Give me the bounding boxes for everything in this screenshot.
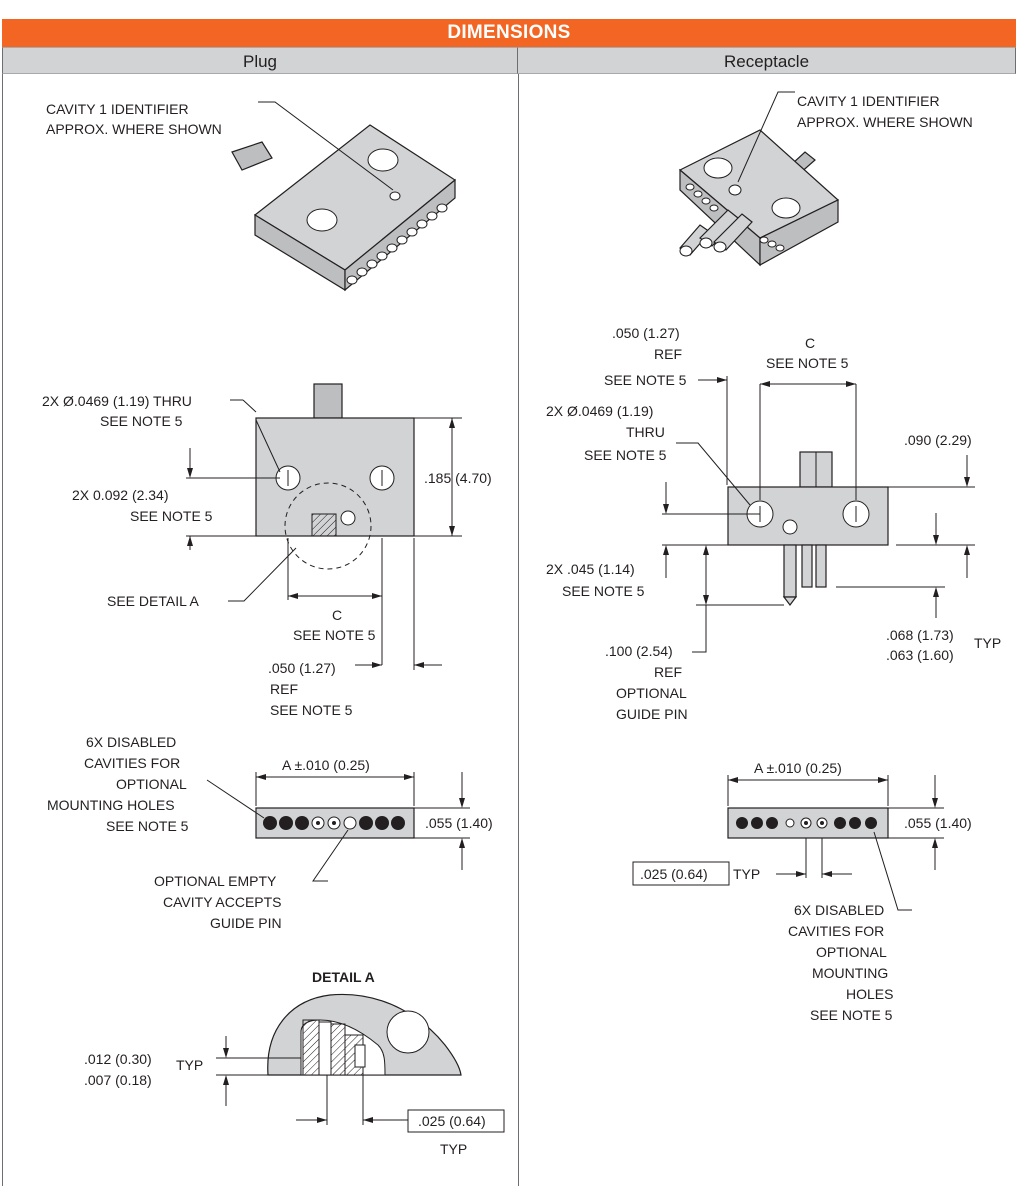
detail-contact-typ: TYP (176, 1057, 203, 1073)
rec-thru-2: THRU (626, 424, 665, 440)
plug-disabled-4: MOUNTING HOLES (47, 797, 175, 813)
plug-ref-label: REF (270, 681, 298, 697)
rec-disabled-6: SEE NOTE 5 (810, 1007, 893, 1023)
plug-disabled-3: OPTIONAL (116, 776, 187, 792)
rec-thru-1: 2X Ø.0469 (1.19) (546, 403, 653, 419)
rec-disabled-3: OPTIONAL (816, 944, 887, 960)
receptacle-isometric-view: CAVITY 1 IDENTIFIER APPROX. WHERE SHOWN (678, 91, 973, 267)
plug-empty-3: GUIDE PIN (210, 915, 282, 931)
plug-cavity-id-label-2: APPROX. WHERE SHOWN (46, 121, 222, 137)
receptacle-side-view: A ±.010 (0.25) .055 (1.40) .025 (0.64) T… (632, 760, 972, 1023)
plug-thru-label-2: SEE NOTE 5 (100, 413, 183, 429)
rec-c-note: SEE NOTE 5 (766, 355, 849, 371)
rec-disabled-2: CAVITIES FOR (788, 923, 884, 939)
plug-disabled-1: 6X DISABLED (86, 734, 176, 750)
plug-ref-dim: .050 (1.27) (268, 660, 336, 676)
rec-c-label: C (805, 335, 815, 351)
plug-cavity-id-label-1: CAVITY 1 IDENTIFIER (46, 101, 189, 117)
plug-see-detail-label: SEE DETAIL A (107, 593, 199, 609)
rec-pin-len-1: .068 (1.73) (886, 627, 954, 643)
detail-a-title: DETAIL A (312, 969, 375, 985)
rec-pin-len-2: .063 (1.60) (886, 647, 954, 663)
rec-guide-1: .100 (2.54) (605, 643, 673, 659)
detail-pitch-label: .025 (0.64) (418, 1113, 486, 1129)
rec-disabled-5: HOLES (846, 986, 893, 1002)
plug-width-a-label: A ±.010 (0.25) (282, 757, 370, 773)
plug-empty-2: CAVITY ACCEPTS (163, 894, 282, 910)
plug-spacing-label-1: 2X 0.092 (2.34) (72, 487, 169, 503)
rec-cavity-id-label-1: CAVITY 1 IDENTIFIER (797, 93, 940, 109)
column-divider (518, 74, 519, 1186)
plug-side-view: A ±.010 (0.25) .055 (1.40) 6X DISABLED C… (47, 734, 493, 931)
plug-thickness-label: .055 (1.40) (425, 815, 493, 831)
plug-height-label: .185 (4.70) (424, 470, 492, 486)
rec-guide-2: REF (654, 664, 682, 680)
rec-top-dim: .090 (2.29) (904, 432, 972, 448)
rec-ref-label: REF (654, 346, 682, 362)
rec-disabled-1: 6X DISABLED (794, 902, 884, 918)
plug-c-label: C (332, 607, 342, 623)
rec-pitch-typ: TYP (733, 866, 760, 882)
rec-spacing-2: SEE NOTE 5 (562, 583, 645, 599)
rec-pitch-label: .025 (0.64) (640, 866, 708, 882)
plug-isometric-view: CAVITY 1 IDENTIFIER APPROX. WHERE SHOWN (46, 101, 457, 292)
receptacle-column-header: Receptacle (518, 47, 1016, 74)
rec-thickness-label: .055 (1.40) (904, 815, 972, 831)
receptacle-cavity-row (685, 183, 785, 252)
plug-thru-label-1: 2X Ø.0469 (1.19) THRU (42, 393, 192, 409)
detail-pitch-typ: TYP (440, 1141, 467, 1157)
plug-front-view: .185 (4.70) 2X Ø.0469 (1.19) THRU SEE NO… (42, 383, 492, 718)
detail-a-view: DETAIL A .012 (0.30) .007 (0.18) TYP .02… (84, 969, 505, 1157)
rec-ref-note: SEE NOTE 5 (604, 372, 687, 388)
rec-ref-dim: .050 (1.27) (612, 325, 680, 341)
rec-guide-3: OPTIONAL (616, 685, 687, 701)
rec-guide-4: GUIDE PIN (616, 706, 688, 722)
left-border (2, 74, 3, 1186)
plug-c-note: SEE NOTE 5 (293, 627, 376, 643)
detail-contact-dim-2: .007 (0.18) (84, 1072, 152, 1088)
rec-cavity-id-label-2: APPROX. WHERE SHOWN (797, 114, 973, 130)
rec-pin-typ: TYP (974, 635, 1001, 651)
plug-ref-note: SEE NOTE 5 (270, 702, 353, 718)
dimensions-title: DIMENSIONS (2, 19, 1016, 47)
rec-spacing-1: 2X .045 (1.14) (546, 561, 635, 577)
detail-contact-dim-1: .012 (0.30) (84, 1051, 152, 1067)
rec-disabled-4: MOUNTING (812, 965, 888, 981)
plug-disabled-5: SEE NOTE 5 (106, 818, 189, 834)
plug-cavity-row (346, 203, 448, 285)
plug-empty-1: OPTIONAL EMPTY (154, 873, 277, 889)
receptacle-front-view: .050 (1.27) REF SEE NOTE 5 C SEE NOTE 5 … (546, 325, 1001, 722)
plug-spacing-label-2: SEE NOTE 5 (130, 508, 213, 524)
rec-width-a-label: A ±.010 (0.25) (754, 760, 842, 776)
plug-column-header: Plug (2, 47, 518, 74)
plug-disabled-2: CAVITIES FOR (84, 755, 180, 771)
rec-thru-3: SEE NOTE 5 (584, 447, 667, 463)
